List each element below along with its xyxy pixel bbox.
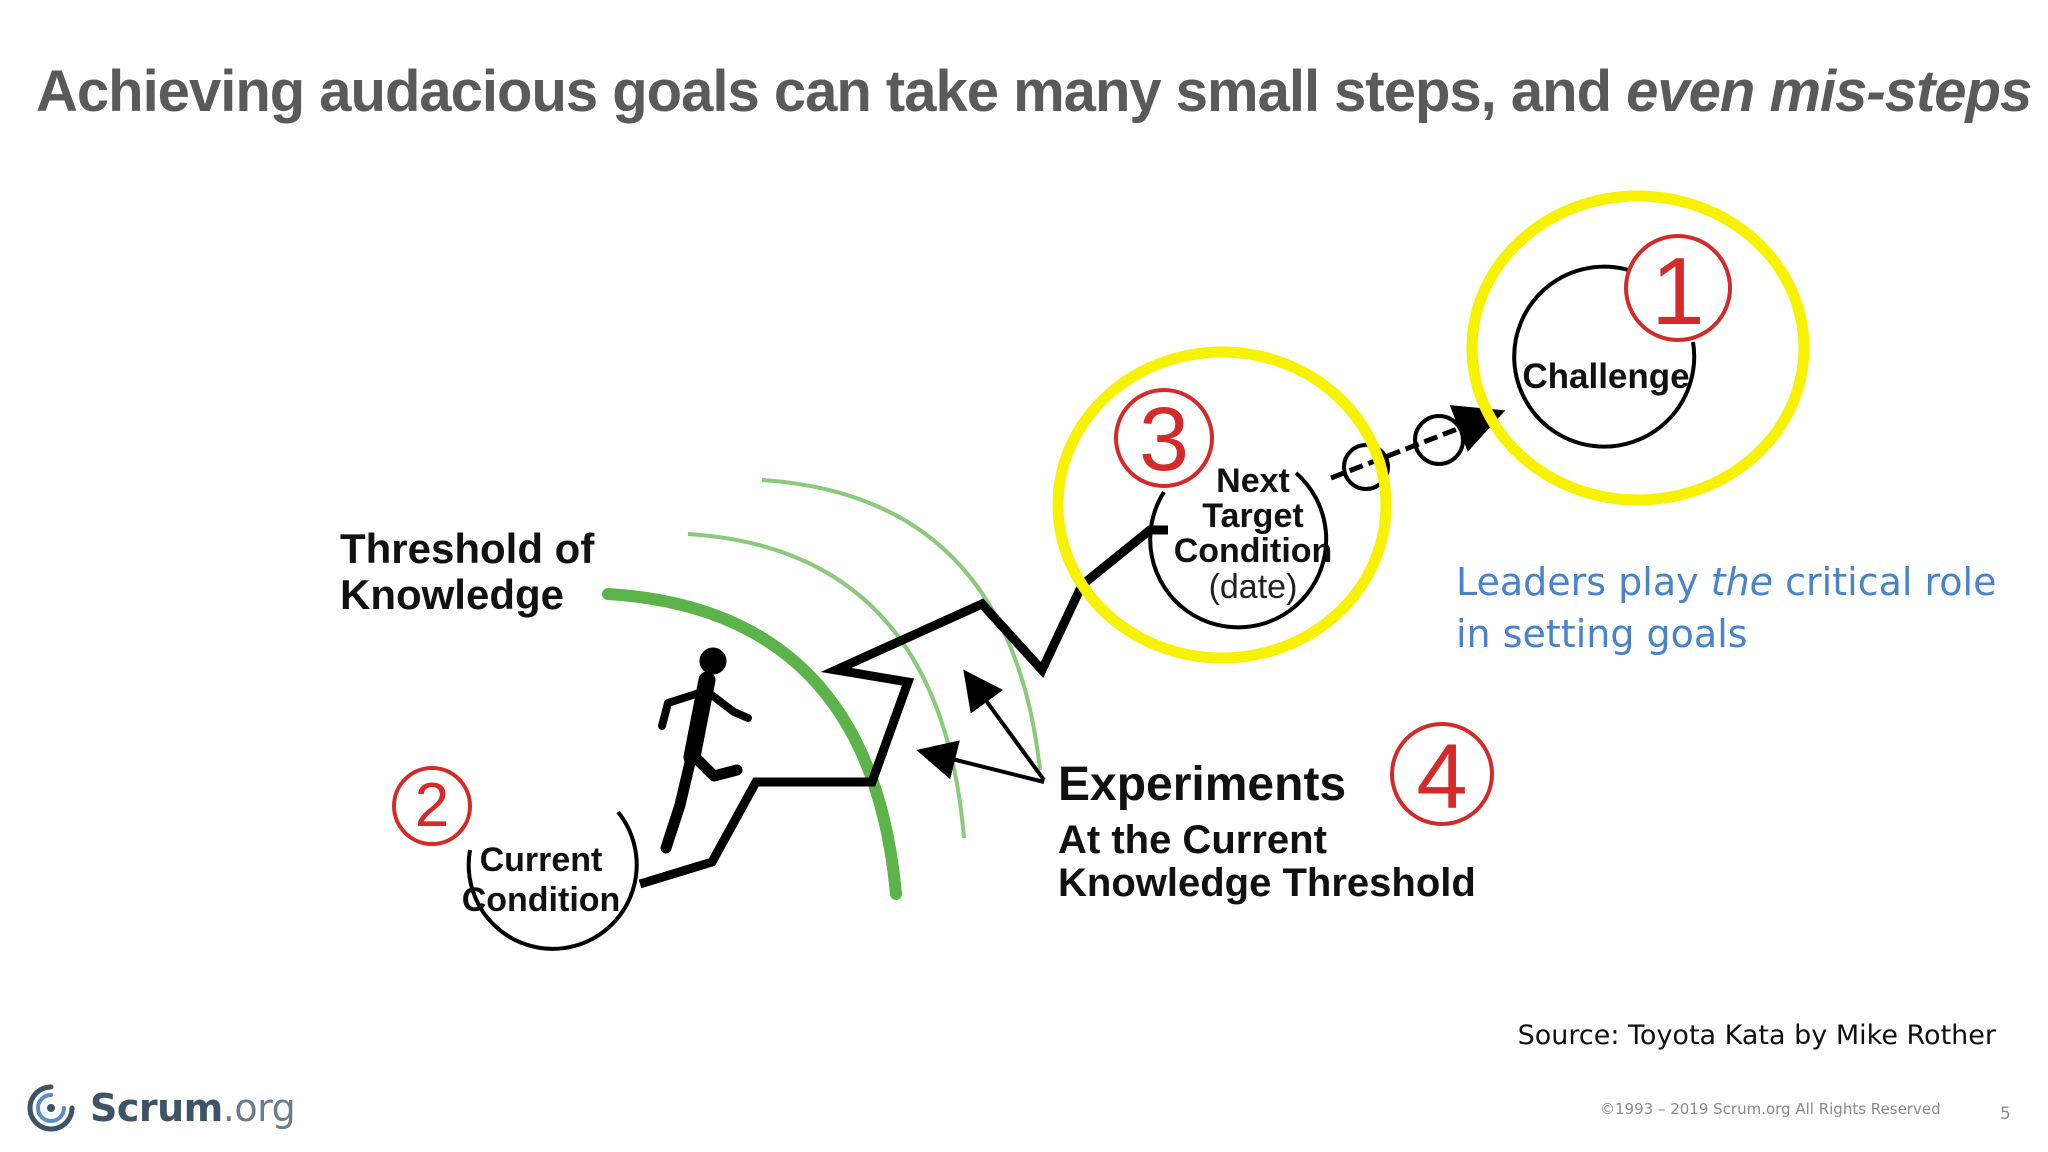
slide-title: Achieving audacious goals can take many … xyxy=(36,58,2032,125)
progress-path xyxy=(638,525,1168,889)
title-main: Achieving audacious goals can take many … xyxy=(36,59,1627,124)
experiments-label-1: At the Current xyxy=(1058,818,1327,862)
step-number-current: 2 xyxy=(415,771,449,840)
threshold-label-1: Threshold of xyxy=(340,525,595,572)
copyright-notice: ©1993 – 2019 Scrum.org All Rights Reserv… xyxy=(1600,1100,1941,1118)
current-condition-label-2: Condition xyxy=(462,881,621,919)
callout-pre: Leaders play xyxy=(1456,560,1711,604)
challenge-circle xyxy=(1512,264,1697,449)
experiment-arrow-up xyxy=(963,669,1046,782)
scrum-org-logo: Scrum.org xyxy=(22,1078,296,1138)
next-target-label-1: Next xyxy=(1216,462,1290,500)
title-emphasis: even mis-steps xyxy=(1626,59,2032,124)
next-target-label-2: Target xyxy=(1202,497,1303,535)
source-citation: Source: Toyota Kata by Mike Rother xyxy=(1517,1020,1996,1051)
experiments-label-2: Knowledge Threshold xyxy=(1058,861,1476,905)
callout-emphasis: the xyxy=(1710,560,1774,604)
challenge-arrow xyxy=(1330,405,1506,481)
threshold-label-2: Knowledge xyxy=(340,571,564,618)
step-number-experiments: 4 xyxy=(1416,726,1467,828)
threshold-arc-main xyxy=(602,588,902,900)
experiments-title: Experiments xyxy=(1058,758,1346,811)
next-target-label-3: Condition xyxy=(1174,532,1333,570)
step-badge-current xyxy=(392,766,472,846)
step-badge-experiments xyxy=(1390,722,1494,826)
logo-suffix: .org xyxy=(222,1086,296,1130)
step-badge-challenge xyxy=(1624,234,1732,342)
current-condition-circle xyxy=(466,810,639,951)
page-number: 5 xyxy=(2000,1104,2011,1124)
logo-text: Scrum.org xyxy=(90,1086,296,1130)
leaders-callout: Leaders play the critical role in settin… xyxy=(1456,556,2016,660)
runner-icon xyxy=(658,647,752,854)
step-number-next: 3 xyxy=(1139,390,1189,490)
step-badge-next xyxy=(1114,388,1214,488)
highlight-ring-challenge xyxy=(1466,190,1810,506)
next-target-circle xyxy=(1148,471,1329,630)
step-number-challenge: 1 xyxy=(1651,238,1704,345)
step-circle-2 xyxy=(1413,414,1465,466)
logo-swirl-icon xyxy=(27,1084,75,1132)
highlight-ring-next-target xyxy=(1052,346,1392,664)
threshold-arc-3 xyxy=(761,478,1042,771)
current-condition-label-1: Current xyxy=(480,841,603,879)
challenge-label: Challenge xyxy=(1522,357,1689,396)
next-target-label-4: (date) xyxy=(1209,568,1298,606)
callout-post: critical role in setting goals xyxy=(1456,560,1997,656)
experiment-arrow-left xyxy=(916,740,1045,784)
logo-name: Scrum xyxy=(90,1086,223,1130)
